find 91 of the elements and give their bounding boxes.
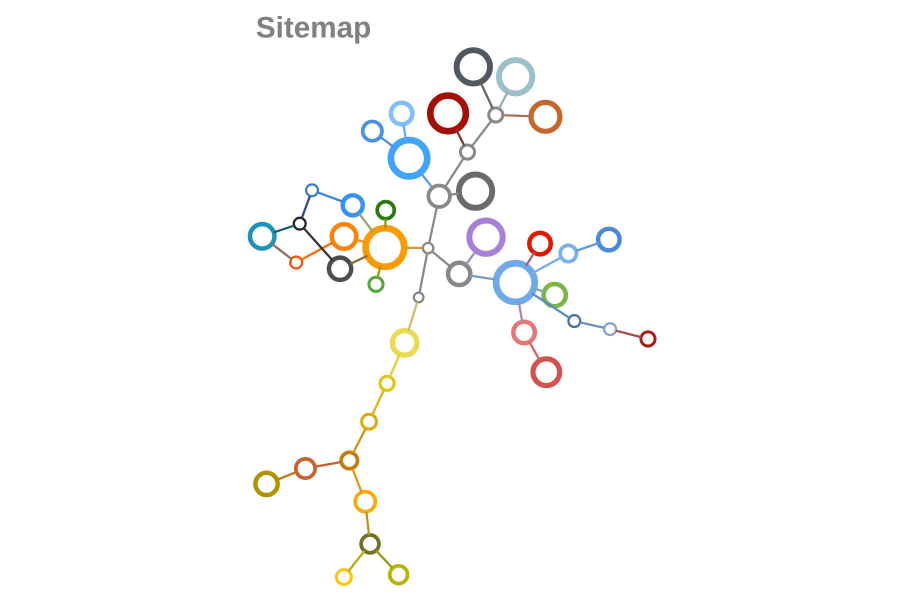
node-circle	[426, 92, 469, 135]
node-circle	[426, 184, 452, 209]
connector	[533, 287, 544, 293]
connector	[300, 196, 310, 218]
node-circle	[360, 412, 378, 431]
node-circle	[458, 144, 476, 161]
connector	[376, 266, 381, 278]
connector	[498, 91, 508, 110]
node-circle	[340, 193, 364, 218]
connector	[388, 354, 400, 378]
connector	[524, 252, 535, 267]
node-circle	[421, 242, 434, 254]
node-circle	[387, 136, 430, 180]
node-circle	[388, 100, 414, 126]
node-circle	[247, 222, 276, 251]
connector	[406, 302, 418, 332]
connector	[404, 246, 422, 250]
connector	[352, 428, 366, 454]
connector	[384, 218, 386, 228]
connector	[615, 330, 641, 338]
node-circle	[352, 490, 377, 514]
node-circle	[638, 330, 656, 348]
node-circle	[329, 222, 358, 251]
node-circle	[252, 470, 280, 498]
node-circle	[510, 319, 537, 346]
connector	[378, 136, 394, 148]
node-circle	[453, 47, 492, 87]
connector	[528, 341, 540, 361]
connector	[449, 192, 459, 196]
node-circle	[466, 218, 506, 257]
diagram-title: Sitemap	[255, 12, 371, 45]
connector	[575, 242, 598, 252]
node-circle	[595, 226, 622, 253]
node-circle	[288, 256, 303, 270]
connector	[358, 212, 374, 233]
node-circle	[304, 183, 319, 198]
connector	[517, 302, 523, 322]
node-circle	[486, 106, 504, 124]
connector	[418, 253, 428, 293]
connector	[502, 114, 531, 118]
connector	[428, 206, 438, 244]
node-circle	[362, 224, 408, 270]
connector	[347, 550, 365, 572]
node-circle	[602, 322, 617, 336]
node-circle	[387, 564, 409, 586]
node-circle	[389, 328, 419, 358]
connector	[444, 157, 464, 188]
node-circle	[360, 120, 384, 143]
node-circle	[293, 457, 316, 480]
connector	[302, 228, 333, 262]
connector	[580, 321, 604, 329]
node-circle	[374, 200, 396, 221]
node-circle	[358, 533, 380, 555]
node-circle	[326, 255, 353, 282]
connector	[431, 250, 451, 268]
node-circle	[445, 260, 472, 288]
connector	[419, 172, 433, 188]
connector	[464, 250, 476, 266]
node-circle	[338, 450, 359, 471]
connector	[530, 292, 570, 319]
connector	[374, 550, 393, 569]
node-circle	[495, 57, 535, 96]
node-circle	[492, 260, 538, 306]
node-circle	[455, 172, 495, 211]
connector	[273, 224, 294, 234]
connector	[470, 274, 496, 281]
node-circle	[334, 568, 352, 586]
node-circle	[528, 100, 562, 134]
node-circle	[378, 374, 396, 392]
connector	[316, 191, 344, 203]
node-circle	[526, 230, 553, 257]
node-circle	[366, 276, 384, 293]
connector	[350, 468, 362, 493]
connector	[402, 124, 407, 140]
node-circle	[540, 282, 568, 308]
connector	[478, 82, 494, 109]
connector	[370, 390, 384, 416]
node-circle	[530, 356, 562, 388]
node-circle	[566, 314, 581, 328]
connector	[276, 471, 296, 481]
node-circle	[412, 291, 424, 304]
connector	[270, 242, 292, 260]
connector	[364, 512, 370, 535]
connector	[454, 128, 465, 146]
node-circle	[558, 244, 578, 264]
node-circle	[292, 216, 306, 231]
connector	[314, 460, 341, 468]
connector	[349, 254, 368, 265]
connector	[355, 238, 366, 244]
connector	[470, 120, 492, 147]
connector	[300, 241, 334, 261]
